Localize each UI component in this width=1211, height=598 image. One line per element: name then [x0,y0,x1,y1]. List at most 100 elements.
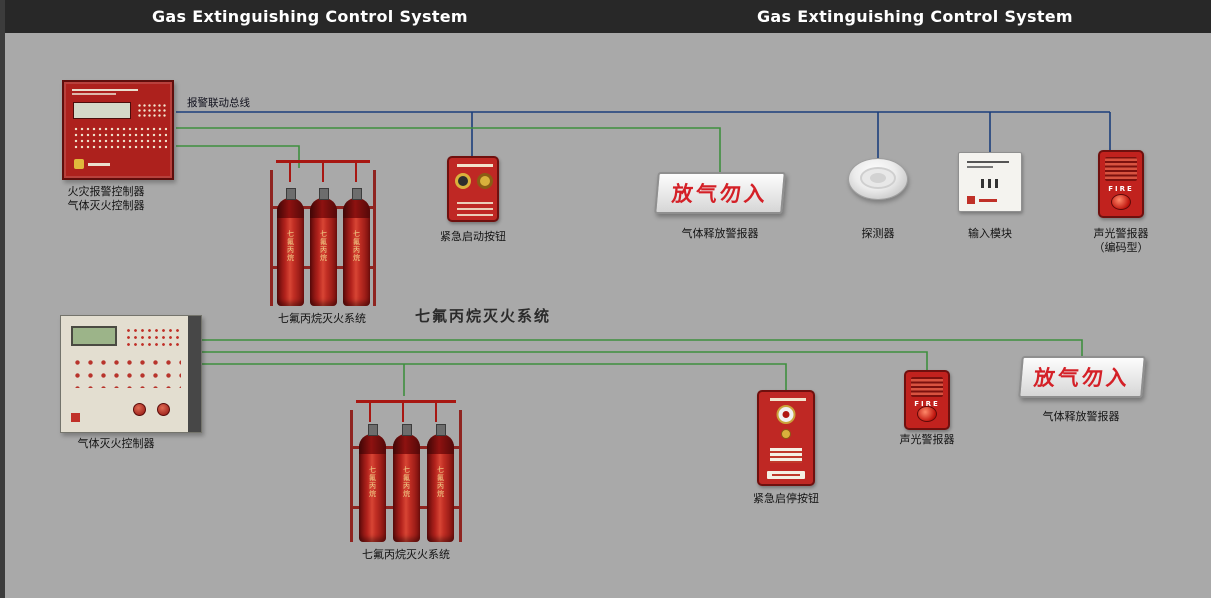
gas-control-panel [60,315,202,433]
rack-post [373,170,376,306]
panel-text-bar [72,93,116,95]
page-left-edge [0,0,5,598]
button-grid [73,126,167,150]
gas-cylinder: 七氟丙烷 [359,434,386,542]
detector-center-icon [870,173,886,183]
led-indicator-grid [125,327,181,346]
sound-light-alarm: FIRE [904,370,950,430]
header-title-left: Gas Extinguishing Control System [152,7,468,26]
device-label: 声光警报器 （编码型） [1056,227,1186,255]
device-label: 紧急启动按钮 [440,230,506,243]
pipe-riser [289,162,291,182]
alarm-lens-icon [1111,194,1131,210]
label-line: （编码型） [1093,241,1149,254]
module-terminal-marks [981,179,1001,188]
system-title: 七氟丙烷灭火系统 [414,307,551,325]
cylinder-label: 七氟丙烷 [319,230,328,262]
gas-cylinder: 七氟丙烷 [310,198,337,306]
module-text-bar [967,166,993,168]
module-text-bar [967,161,1009,163]
gas-cylinder: 七氟丙烷 [277,198,304,306]
lcd-display [71,326,117,346]
pipe-riser [402,402,404,422]
header-title-right: Gas Extinguishing Control System [757,7,1073,26]
device-label: 七氟丙烷灭火系统 [278,312,366,325]
cylinder-label: 七氟丙烷 [402,466,411,498]
gas-cylinder: 七氟丙烷 [393,434,420,542]
cylinder-label: 七氟丙烷 [368,466,377,498]
device-label: 探测器 [861,227,895,240]
instruction-text-block [767,445,805,466]
gas-release-sign-bottom: 放气勿入 [1018,356,1146,398]
start-button-icon [455,173,471,189]
device-label: 紧急启停按钮 [753,492,819,505]
indicator-icon [477,173,493,189]
alarm-text: FIRE [914,400,940,408]
cylinder-label: 七氟丙烷 [286,230,295,262]
pipe-riser [369,402,371,422]
panel-text-bar [770,398,806,401]
cylinder-group-bottom: 七氟丙烷 七氟丙烷 七氟丙烷 [350,386,462,546]
label-line: 火灾报警控制器 [67,185,145,198]
sign-text: 放气勿入 [670,182,769,206]
control-knob-icon [157,403,170,416]
cylinder-label: 七氟丙烷 [436,466,445,498]
stop-button-icon [776,405,796,424]
gas-release-sign-top: 放气勿入 [654,172,786,214]
device-label: 七氟丙烷灭火系统 [362,548,450,561]
sign-text: 放气勿入 [1032,366,1131,390]
alarm-text: FIRE [1108,185,1134,193]
wire-to-sound-light-alarm [202,351,928,370]
panel-text-bar [72,89,138,91]
panel-text-lines [457,200,493,216]
label-line: 声光警报器 [1093,227,1149,240]
rack-post [459,410,462,542]
alarm-lens-icon [917,406,937,422]
fire-alarm-control-panel [62,80,174,180]
cylinder-group-top: 七氟丙烷 七氟丙烷 七氟丙烷 [270,146,376,310]
device-label: 气体释放警报器 [1042,410,1120,423]
strobe-grill-icon [911,377,943,397]
wire-to-emergency-stop [202,363,787,390]
device-label: 火灾报警控制器 气体灭火控制器 [46,185,166,213]
pipe-riser [322,162,324,182]
wire-to-gas-release-sign-bottom [202,339,1083,356]
emergency-stop-button-panel [757,390,815,486]
brand-logo [74,159,84,169]
brand-logo [71,413,80,422]
strobe-grill-icon [1105,157,1137,181]
rack-post [350,410,353,542]
brand-logo [967,196,975,204]
pipe-riser [355,162,357,182]
device-label: 气体释放警报器 [681,227,759,240]
bus-label: 报警联动总线 [187,97,250,109]
manifold-pipe [356,400,456,403]
lcd-display [73,102,131,119]
sound-light-alarm-coded: FIRE [1098,150,1144,218]
pipe-riser [435,402,437,422]
device-label: 气体灭火控制器 [77,437,155,450]
brand-text-bar [979,199,997,202]
bottom-text-strip [767,471,805,479]
indicator-icon [781,429,791,439]
smoke-detector [848,158,908,206]
emergency-start-button-panel [447,156,499,222]
panel-side-edge [188,316,201,432]
device-label: 声光警报器 [899,433,955,446]
header-bar: Gas Extinguishing Control System Gas Ext… [0,0,1211,33]
label-line: 气体灭火控制器 [67,199,145,212]
gas-cylinder: 七氟丙烷 [427,434,454,542]
cylinder-label: 七氟丙烷 [352,230,361,262]
keypad-grid [137,103,167,119]
rack-post [270,170,273,306]
control-knob-icon [133,403,146,416]
button-grid [71,356,181,388]
manifold-pipe [276,160,370,163]
device-label: 输入模块 [968,227,1012,240]
gas-cylinder: 七氟丙烷 [343,198,370,306]
wire-to-gas-release-sign-top [176,127,721,172]
input-module [958,152,1022,212]
brand-text-bar [88,163,110,166]
